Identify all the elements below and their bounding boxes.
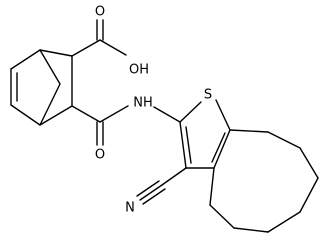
atom-label-hydroxyl: OH xyxy=(129,63,149,78)
bond xyxy=(153,106,181,123)
bond xyxy=(211,132,226,163)
atom-labels: O OH O NH S N xyxy=(95,5,212,216)
bond xyxy=(215,99,231,131)
bond xyxy=(267,131,301,149)
atom-label-nitrile-nitrogen: N xyxy=(125,201,135,216)
bond xyxy=(99,39,127,56)
bond xyxy=(139,184,163,201)
bond xyxy=(39,49,61,85)
bond xyxy=(161,167,187,186)
bond xyxy=(142,188,166,205)
atom-label-amide-oxygen: O xyxy=(95,148,105,163)
bond xyxy=(10,49,41,70)
bond xyxy=(185,126,192,164)
atom-label-thiophene-sulfur: S xyxy=(204,88,212,103)
bond xyxy=(229,129,269,133)
atom-label-amide-nitrogen: NH xyxy=(133,96,153,111)
bond xyxy=(39,49,73,57)
bond xyxy=(39,83,61,126)
bond xyxy=(71,105,101,123)
bond xyxy=(209,167,215,206)
bond xyxy=(10,104,41,126)
bond xyxy=(299,177,319,213)
bond xyxy=(99,105,129,123)
bond xyxy=(71,39,101,57)
bond xyxy=(233,227,269,233)
atom-label-carboxyl-oxygen: O xyxy=(95,5,105,20)
bond xyxy=(209,204,235,229)
bond xyxy=(179,101,202,123)
bond xyxy=(136,180,160,197)
bond xyxy=(213,129,231,169)
bond xyxy=(39,105,73,126)
bond xyxy=(179,121,187,169)
bond-lines xyxy=(10,19,319,233)
bond xyxy=(299,147,319,179)
bond xyxy=(267,211,301,233)
